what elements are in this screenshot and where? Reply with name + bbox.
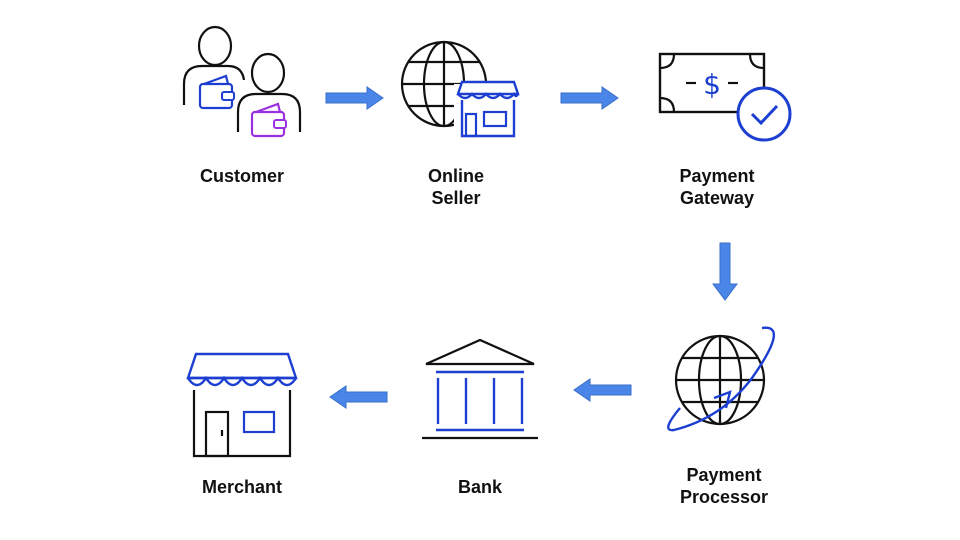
customer-wallet-icon — [182, 25, 302, 138]
label-line: Seller — [431, 188, 481, 208]
arrow-processor-to-bank — [573, 378, 632, 402]
label-line: Merchant — [201, 477, 283, 497]
node-label-merchant: Merchant — [202, 476, 282, 498]
arrow-customer-to-seller — [325, 86, 384, 110]
node-label-customer: Customer — [200, 165, 284, 187]
label-line: Payment — [686, 465, 762, 485]
merchant-store-icon — [186, 352, 298, 458]
node-label-online-seller: Online Seller — [428, 165, 484, 209]
label-line: Bank — [457, 477, 503, 497]
bank-building-icon — [422, 338, 538, 440]
globe-orbit-icon — [667, 326, 776, 432]
arrow-seller-to-gateway — [560, 86, 619, 110]
node-label-payment-processor: Payment Processor — [680, 464, 768, 508]
node-label-bank: Bank — [458, 476, 502, 498]
node-label-payment-gateway: Payment Gateway — [679, 165, 754, 209]
label-line: Payment — [679, 166, 755, 186]
label-line: Gateway — [679, 188, 755, 208]
arrow-bank-to-merchant — [329, 385, 388, 409]
label-line: Online — [427, 166, 485, 186]
svg-text:$: $ — [703, 68, 721, 101]
label-line: Customer — [199, 166, 285, 186]
banknote-check-icon: $ — [658, 52, 792, 142]
label-line: Processor — [679, 487, 769, 507]
arrow-gateway-to-processor — [712, 242, 738, 301]
globe-storefront-icon — [400, 40, 520, 138]
